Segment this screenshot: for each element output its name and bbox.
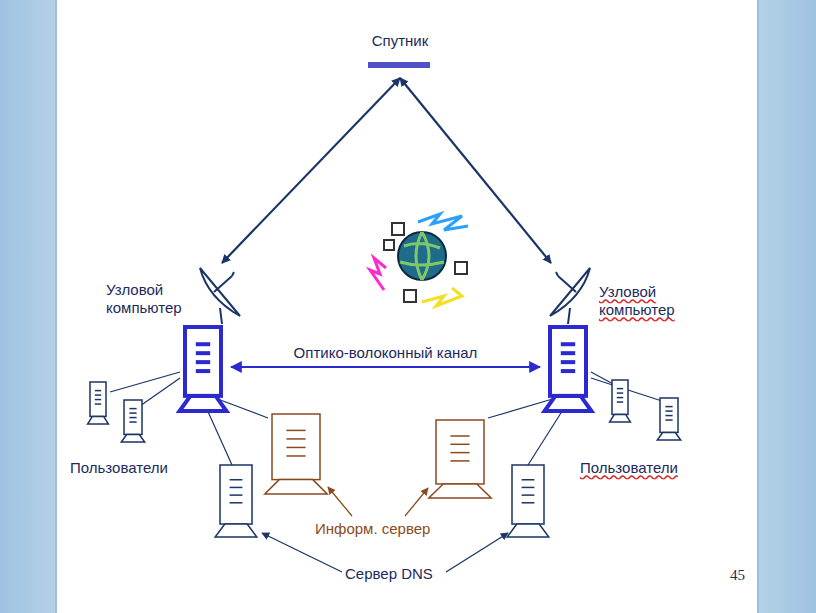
- node-label: Спутник: [372, 32, 429, 50]
- hub-computer: Узловой компьютер: [100, 265, 230, 415]
- link-label: Оптико-волоконный канал: [291, 344, 481, 361]
- page-number: 45: [730, 566, 745, 584]
- part-label: Сервер DNS: [345, 565, 433, 583]
- part-label: Пользователи: [580, 459, 678, 477]
- satellite-link: [400, 78, 551, 263]
- part-label: Пользователи: [70, 459, 168, 477]
- satellite-node: Спутник: [355, 28, 445, 76]
- satellite-link: [222, 78, 400, 263]
- part-label: Информ. сервер: [315, 520, 430, 538]
- node-label: Узловой компьютер: [599, 283, 699, 319]
- node-label: Узловой компьютер: [106, 281, 206, 317]
- hub-computer-icon: [176, 325, 230, 415]
- fiber-link: [231, 366, 540, 368]
- hub-computer: Узловой компьютер: [541, 265, 697, 415]
- hub-computer-icon: [541, 325, 595, 415]
